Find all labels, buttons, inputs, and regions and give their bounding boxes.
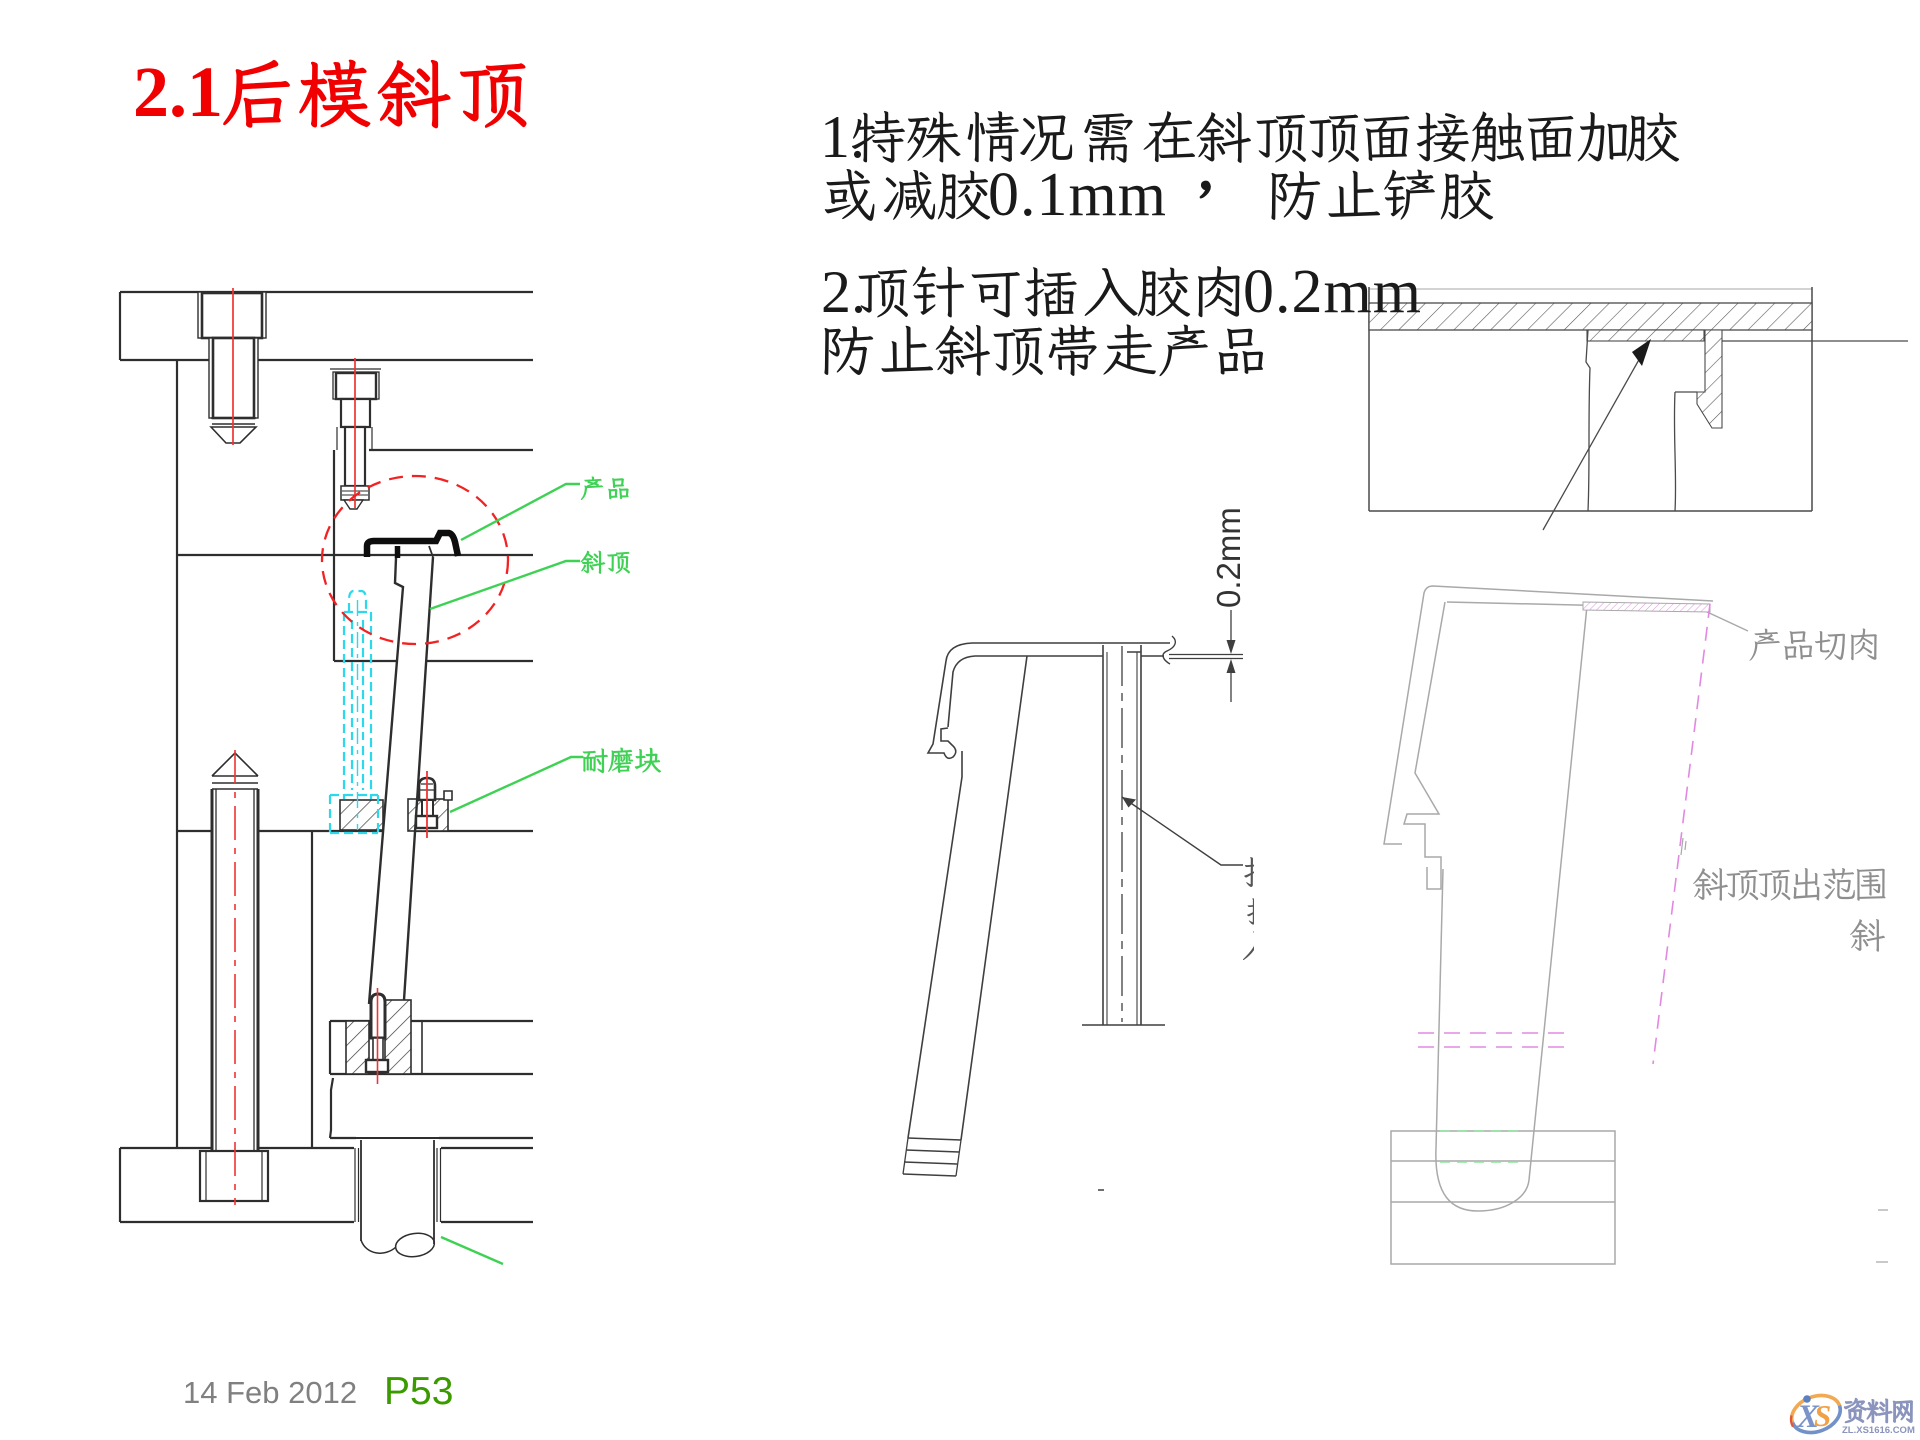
svg-text:P53: P53: [384, 1370, 453, 1413]
svg-text:0.2mm: 0.2mm: [1210, 507, 1247, 608]
svg-text:0.2mm: 0.2mm: [1243, 258, 1422, 326]
svg-text:ZL.XS1616.COM: ZL.XS1616.COM: [1842, 1425, 1915, 1436]
svg-text:2.1: 2.1: [133, 52, 223, 132]
svg-text:1.: 1.: [820, 104, 865, 170]
svg-text:X: X: [1796, 1399, 1820, 1435]
svg-text:0.1mm: 0.1mm: [988, 161, 1167, 229]
svg-text:14 Feb 2012: 14 Feb 2012: [183, 1375, 357, 1410]
svg-text:2.: 2.: [821, 259, 866, 325]
svg-text:S: S: [1814, 1398, 1831, 1433]
